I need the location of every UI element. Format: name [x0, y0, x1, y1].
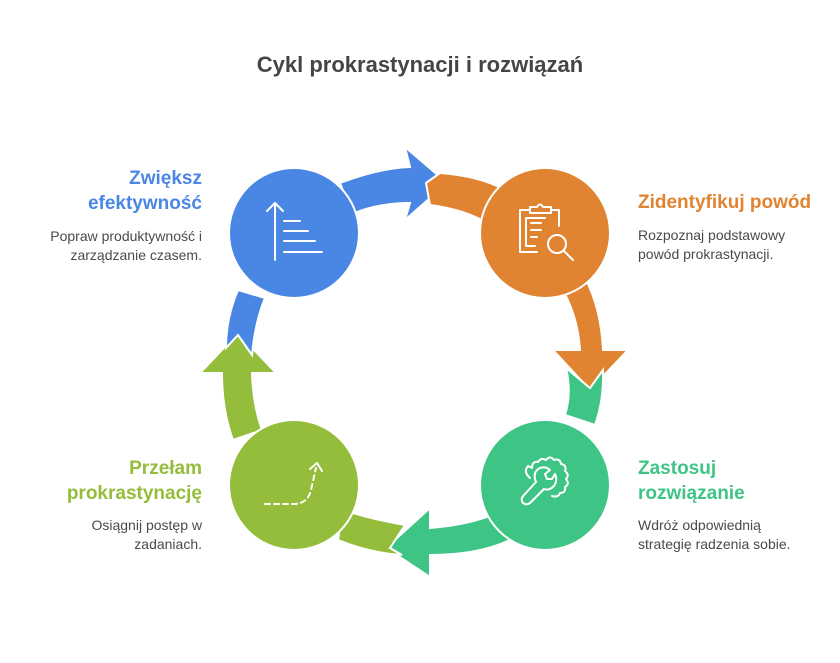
arrow-orange-down [550, 276, 631, 392]
step-title-line2: rozwiązanie [638, 483, 745, 504]
step-desc-line2: strategię radzenia sobie. [638, 536, 791, 552]
step-desc-identify-reason: Rozpoznaj podstawowy powód prokrastynacj… [638, 226, 838, 264]
step-desc-line2: zadaniach. [134, 536, 202, 552]
step-title-line2: prokrastynację [66, 483, 202, 504]
step-desc-line2: powód prokrastynacji. [638, 246, 774, 262]
step-title-increase-efficiency: Zwiększ efektywność [20, 166, 202, 216]
arrow-lime-up [197, 331, 279, 442]
arrow-teal-seg [563, 365, 605, 427]
step-desc-line1: Osiągnij postęp w [91, 517, 202, 533]
node-apply-solution [479, 419, 611, 551]
step-title-identify-reason: Zidentyfikuj powód [638, 190, 838, 215]
node-break-procrastination [228, 419, 360, 551]
step-desc-line1: Rozpoznaj podstawowy [638, 227, 786, 243]
step-title-line1: Zidentyfikuj powód [638, 192, 812, 213]
step-desc-line2: zarządzanie czasem. [70, 247, 202, 263]
step-title-line1: Zastosuj [638, 458, 717, 479]
page-title: Cykl prokrastynacji i rozwiązań [256, 52, 584, 77]
clipboard-search-icon [519, 203, 574, 261]
node-increase-efficiency [228, 167, 360, 299]
dashed-arrow-up-right-icon [264, 462, 323, 505]
node-identify-reason [479, 167, 611, 299]
step-desc-line1: Wdróż odpowiednią [638, 517, 761, 533]
step-desc-apply-solution: Wdróż odpowiednią strategię radzenia sob… [638, 516, 838, 554]
step-desc-break-procrastination: Osiągnij postęp w zadaniach. [20, 516, 202, 554]
step-title-apply-solution: Zastosuj rozwiązanie [638, 456, 838, 506]
sort-ascending-icon [266, 202, 323, 261]
step-desc-increase-efficiency: Popraw produktywność i zarządzanie czase… [20, 227, 202, 265]
step-title-break-procrastination: Przełam prokrastynację [20, 456, 202, 506]
arrow-blue-seg [224, 288, 267, 358]
step-desc-line1: Popraw produktywność i [50, 228, 202, 244]
step-title-line2: efektywność [87, 193, 202, 214]
arrow-teal-to-lime [384, 505, 512, 579]
step-title-line1: Zwiększ [129, 168, 202, 189]
arrow-lime-seg [336, 508, 407, 556]
wrench-gear-icon [520, 456, 569, 506]
step-title-line1: Przełam [129, 458, 202, 479]
